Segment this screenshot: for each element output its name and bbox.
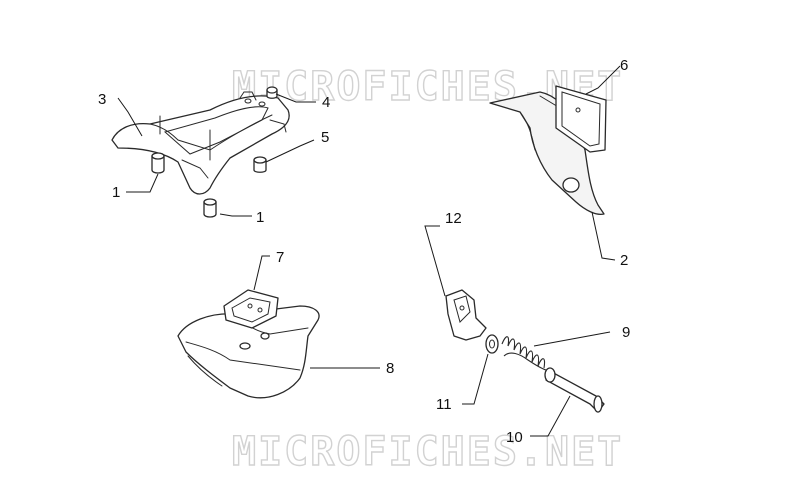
luggage-rack-part [111,91,290,195]
spacer-part-1a [151,152,165,174]
leader-5 [265,139,315,163]
leader-9 [533,331,611,347]
leader-11 [462,353,489,405]
callout-7: 7 [276,249,284,266]
spacer-part-5 [253,156,267,173]
leader-10 [530,395,571,437]
leader-6 [585,65,621,95]
leader-2 [591,211,616,261]
leader-3 [117,97,143,137]
callout-11: 11 [436,396,452,413]
leader-7 [253,255,270,291]
bolt-cap-part [266,86,278,99]
watermark-bottom: MICROFICHES.NET [232,429,623,475]
callout-5: 5 [321,129,329,146]
spacer-part-1b [203,198,217,218]
callout-10: 10 [506,429,523,446]
callout-3: 3 [98,91,106,108]
callout-9: 9 [622,324,630,341]
callout-1a: 1 [112,184,120,201]
washer-part [485,334,499,354]
spring-part [501,336,547,371]
leader-1b [219,213,252,217]
pin-bracket-part [445,289,487,341]
callout-6: 6 [620,57,628,74]
callout-8: 8 [386,360,394,377]
leader-4 [275,93,316,103]
callout-2: 2 [620,252,628,269]
callout-12: 12 [445,210,462,227]
callout-1b: 1 [256,209,264,226]
seat-tray-part [177,305,320,399]
leader-12 [424,225,446,297]
leader-1a [126,173,159,193]
callout-4: 4 [322,94,330,111]
plate-part [555,85,607,153]
leader-lines [117,65,621,437]
pin-part [544,367,605,413]
hinge-plate-part [223,289,279,329]
